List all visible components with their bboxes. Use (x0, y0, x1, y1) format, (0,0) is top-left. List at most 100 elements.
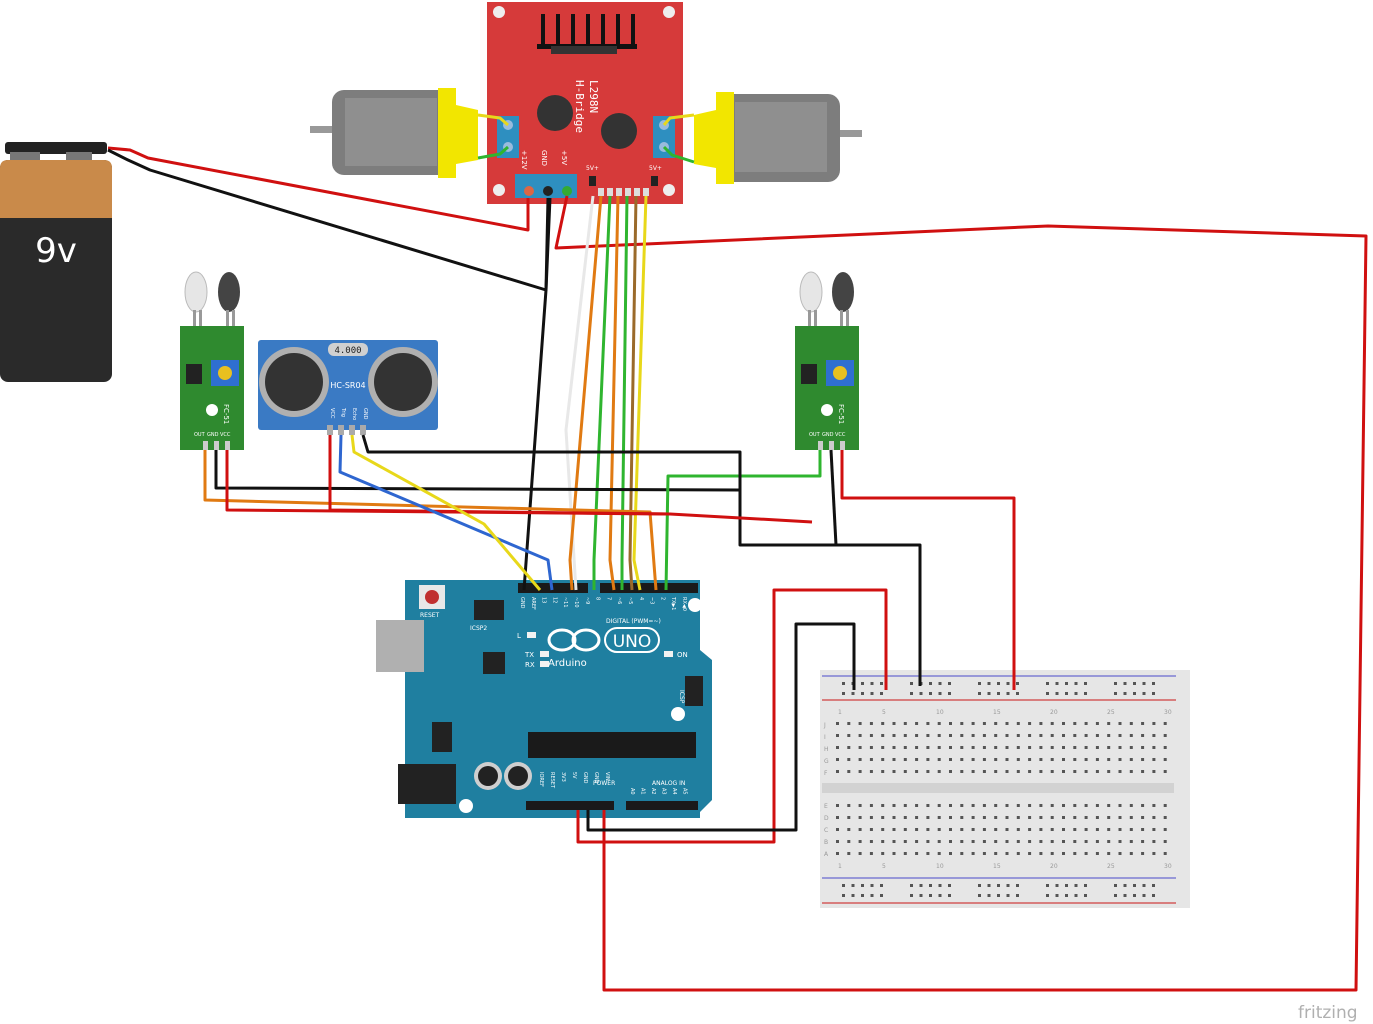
breadboard-hole[interactable] (869, 804, 873, 807)
breadboard-hole[interactable] (1152, 758, 1156, 761)
breadboard-hole[interactable] (960, 722, 964, 725)
breadboard-hole[interactable] (1005, 828, 1009, 831)
breadboard-rail-hole[interactable] (851, 692, 855, 695)
breadboard-hole[interactable] (1141, 804, 1145, 807)
breadboard-hole[interactable] (836, 852, 839, 855)
breadboard-hole[interactable] (892, 816, 896, 819)
breadboard-hole[interactable] (847, 734, 851, 737)
breadboard-hole[interactable] (1084, 758, 1088, 761)
breadboard-rail-hole[interactable] (1046, 692, 1049, 695)
breadboard-hole[interactable] (1129, 840, 1133, 843)
breadboard-hole[interactable] (1152, 816, 1156, 819)
breadboard-hole[interactable] (1039, 770, 1043, 773)
breadboard-hole[interactable] (869, 770, 873, 773)
breadboard-hole[interactable] (1095, 852, 1099, 855)
breadboard-hole[interactable] (1062, 852, 1065, 855)
breadboard-rail-hole[interactable] (1152, 884, 1155, 887)
breadboard-hole[interactable] (1016, 840, 1020, 843)
breadboard-hole[interactable] (1005, 722, 1009, 725)
breadboard-hole[interactable] (982, 852, 986, 855)
breadboard-rail-hole[interactable] (919, 884, 923, 887)
breadboard-hole[interactable] (1129, 816, 1133, 819)
breadboard-rail-hole[interactable] (1065, 894, 1068, 897)
breadboard-hole[interactable] (1095, 816, 1099, 819)
breadboard-hole[interactable] (1095, 758, 1099, 761)
breadboard-hole[interactable] (1107, 804, 1111, 807)
breadboard-hole[interactable] (858, 770, 862, 773)
breadboard-hole[interactable] (994, 722, 998, 725)
breadboard-rail-hole[interactable] (1142, 682, 1146, 685)
breadboard-hole[interactable] (1005, 840, 1009, 843)
breadboard-hole[interactable] (892, 828, 896, 831)
breadboard-hole[interactable] (937, 828, 941, 831)
breadboard-rail-hole[interactable] (997, 692, 1000, 695)
breadboard-rail-hole[interactable] (919, 692, 923, 695)
breadboard-hole[interactable] (1129, 734, 1133, 737)
breadboard-hole[interactable] (949, 746, 952, 749)
breadboard-hole[interactable] (1118, 804, 1122, 807)
breadboard-hole[interactable] (994, 816, 998, 819)
breadboard-hole[interactable] (1141, 770, 1145, 773)
breadboard-hole[interactable] (1129, 746, 1133, 749)
breadboard-rail-hole[interactable] (880, 884, 883, 887)
breadboard-hole[interactable] (1141, 840, 1145, 843)
breadboard-hole[interactable] (903, 734, 907, 737)
breadboard-hole[interactable] (1095, 746, 1099, 749)
breadboard-hole[interactable] (1073, 746, 1077, 749)
breadboard-hole[interactable] (1163, 746, 1167, 749)
breadboard-rail-hole[interactable] (948, 884, 951, 887)
breadboard-hole[interactable] (858, 852, 862, 855)
breadboard-hole[interactable] (915, 804, 919, 807)
breadboard-hole[interactable] (1073, 804, 1077, 807)
breadboard-hole[interactable] (949, 758, 952, 761)
breadboard-hole[interactable] (892, 758, 896, 761)
breadboard-hole[interactable] (1062, 758, 1065, 761)
breadboard-hole[interactable] (1028, 828, 1032, 831)
breadboard-hole[interactable] (1095, 828, 1099, 831)
breadboard-hole[interactable] (847, 758, 851, 761)
breadboard-hole[interactable] (1028, 746, 1032, 749)
breadboard-rail-hole[interactable] (978, 894, 981, 897)
breadboard-rail-hole[interactable] (978, 692, 981, 695)
breadboard-rail-hole[interactable] (851, 884, 855, 887)
breadboard-hole[interactable] (858, 758, 862, 761)
breadboard-hole[interactable] (982, 840, 986, 843)
breadboard-hole[interactable] (1095, 804, 1099, 807)
breadboard-rail-hole[interactable] (1006, 692, 1010, 695)
breadboard-hole[interactable] (949, 840, 952, 843)
breadboard-hole[interactable] (1028, 840, 1032, 843)
breadboard-hole[interactable] (1039, 734, 1043, 737)
breadboard-hole[interactable] (1005, 734, 1009, 737)
breadboard-hole[interactable] (949, 770, 952, 773)
breadboard-rail-hole[interactable] (1016, 682, 1019, 685)
breadboard-rail-hole[interactable] (880, 894, 883, 897)
breadboard-hole[interactable] (903, 770, 907, 773)
breadboard-hole[interactable] (971, 828, 975, 831)
breadboard-rail-hole[interactable] (1114, 692, 1117, 695)
breadboard-hole[interactable] (858, 804, 862, 807)
breadboard-hole[interactable] (949, 722, 952, 725)
breadboard-hole[interactable] (982, 722, 986, 725)
breadboard-hole[interactable] (1107, 746, 1111, 749)
breadboard-hole[interactable] (1028, 770, 1032, 773)
breadboard-hole[interactable] (960, 828, 964, 831)
breadboard-hole[interactable] (926, 816, 930, 819)
breadboard-hole[interactable] (1163, 722, 1167, 725)
breadboard-hole[interactable] (915, 770, 919, 773)
breadboard-hole[interactable] (1073, 840, 1077, 843)
breadboard-hole[interactable] (881, 804, 885, 807)
breadboard-hole[interactable] (903, 840, 907, 843)
breadboard-hole[interactable] (971, 840, 975, 843)
breadboard-hole[interactable] (937, 840, 941, 843)
breadboard-hole[interactable] (1141, 852, 1145, 855)
breadboard-rail-hole[interactable] (880, 682, 883, 685)
breadboard-hole[interactable] (869, 816, 873, 819)
breadboard-hole[interactable] (1005, 746, 1009, 749)
breadboard-hole[interactable] (858, 722, 862, 725)
breadboard-rail-hole[interactable] (1114, 894, 1117, 897)
breadboard-hole[interactable] (869, 734, 873, 737)
breadboard-hole[interactable] (881, 840, 885, 843)
breadboard-hole[interactable] (1163, 816, 1167, 819)
breadboard-hole[interactable] (1050, 816, 1054, 819)
breadboard-hole[interactable] (960, 840, 964, 843)
